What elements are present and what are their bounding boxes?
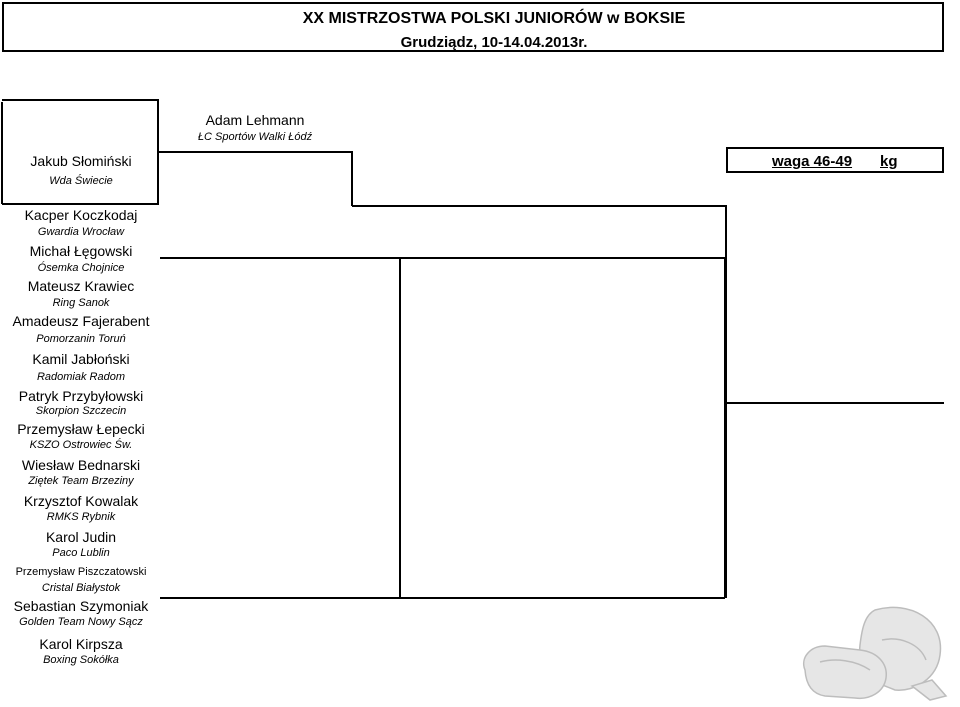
competitor-club: Cristal Białystok: [41, 582, 121, 594]
competitor-club: Golden Team Nowy Sącz: [19, 616, 143, 628]
competitor-name: Krzysztof Kowalak: [23, 493, 139, 509]
final-competitor-club: ŁC Sportów Walki Łódź: [197, 131, 313, 143]
competitor-club: Gwardia Wrocław: [37, 226, 125, 238]
weight-class-unit: kg: [880, 153, 898, 170]
competitor-name: Jakub Słomiński: [30, 153, 132, 169]
competitor-name: Kamil Jabłoński: [32, 351, 130, 367]
competitor-name: Przemysław Piszczatowski: [15, 566, 147, 578]
competitor-club: Pomorzanin Toruń: [36, 333, 126, 345]
competitor-name: Amadeusz Fajerabent: [12, 313, 150, 329]
competitor-club: Skorpion Szczecin: [35, 405, 127, 417]
competitor-club: Ziętek Team Brzeziny: [28, 475, 134, 487]
bracket-line-top-box: [2, 99, 159, 205]
competitor-name: Michał Łęgowski: [29, 243, 133, 259]
bracket-line-final: [158, 151, 353, 206]
competitor-club: Boxing Sokółka: [43, 654, 119, 666]
competitor-name: Karol Kirpsza: [39, 636, 123, 652]
competitor-club: Paco Lublin: [52, 547, 110, 559]
page-subtitle: Grudziądz, 10-14.04.2013r.: [400, 34, 588, 51]
competitor-name: Sebastian Szymoniak: [13, 598, 149, 614]
weight-class-value: waga 46-49: [772, 153, 853, 170]
competitor-name: Patryk Przybyłowski: [18, 388, 144, 404]
competitor-club: RMKS Rybnik: [46, 511, 116, 523]
weight-class-box: waga 46-49 kg: [726, 147, 944, 173]
competitor-name: Karol Judin: [45, 529, 117, 545]
header-box: XX MISTRZOSTWA POLSKI JUNIORÓW w BOKSIE …: [2, 2, 944, 52]
competitor-club: Wda Świecie: [49, 175, 113, 187]
competitor-club: Ring Sanok: [52, 297, 110, 309]
page-title: XX MISTRZOSTWA POLSKI JUNIORÓW w BOKSIE: [302, 10, 686, 27]
competitor-name: Przemysław Łepecki: [17, 421, 145, 437]
final-competitor-name: Adam Lehmann: [205, 112, 305, 128]
competitor-name: Wiesław Bednarski: [21, 457, 141, 473]
competitor-name: Kacper Koczkodaj: [24, 207, 138, 223]
competitor-club: Radomiak Radom: [36, 371, 126, 383]
competitor-club: Ósemka Chojnice: [37, 262, 125, 274]
competitor-name: Mateusz Krawiec: [27, 278, 135, 294]
competitor-club: KSZO Ostrowiec Św.: [29, 439, 133, 451]
boxing-gloves-icon: [803, 606, 948, 701]
